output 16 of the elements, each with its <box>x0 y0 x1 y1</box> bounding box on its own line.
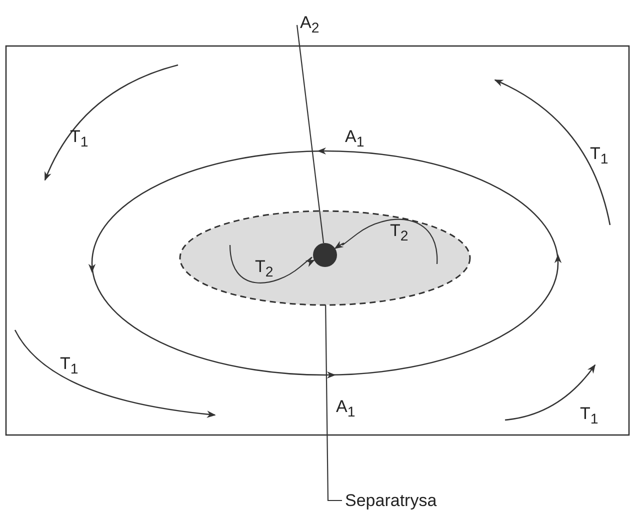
curve-label: A$_{1}$ <box>336 398 356 420</box>
leader-line <box>325 305 342 502</box>
edge-label: T$_{2}$ <box>255 258 274 280</box>
separatrix-ellipse <box>179 210 471 306</box>
curve-label: T$_{1}$ <box>60 355 78 377</box>
curve-label: T$_{1}$ <box>580 405 598 427</box>
trajectory-arrow <box>334 218 438 264</box>
stable-point <box>313 243 337 267</box>
curve-label: T$_{1}$ <box>590 145 608 167</box>
curve-label: A$_{1}$ <box>345 128 364 150</box>
leader-line <box>296 24 324 244</box>
curve-label: T$_{1}$ <box>70 128 88 150</box>
label-text: A$_{2}$ <box>300 14 320 36</box>
edge-label: T$_{2}$ <box>390 222 408 244</box>
trajectory-arrow <box>229 244 315 284</box>
label-text: Separatrysa <box>345 492 437 509</box>
